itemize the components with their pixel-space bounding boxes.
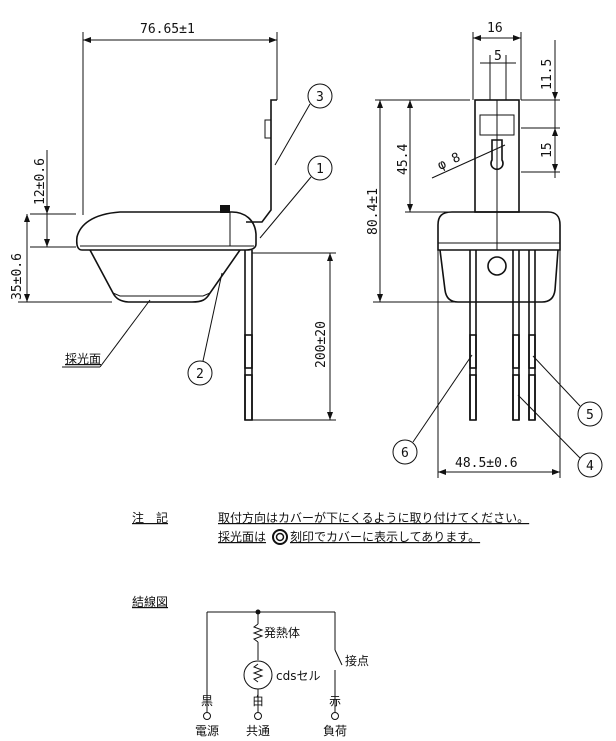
notes-line1: 取付方向はカバーが下にくるように取り付けてください。 xyxy=(218,510,529,525)
label-black: 黒 xyxy=(201,694,213,708)
notes-heading: 注 記 xyxy=(132,510,168,525)
side-view: 76.65±1 12±0.6 35±0.6 200±20 xyxy=(10,22,336,421)
notes-line2-a: 採光面は xyxy=(218,530,266,544)
dim-w16: 16 xyxy=(487,21,503,36)
label-common: 共通 xyxy=(246,724,270,738)
notes-line2-b: 刻印でカバーに表示してあります。 xyxy=(290,530,480,544)
dim-80-4: 80.4±1 xyxy=(366,188,381,235)
label-heater: 発熱体 xyxy=(264,626,300,640)
dim-12: 12±0.6 xyxy=(33,158,48,205)
wiring-heading: 結線図 xyxy=(132,594,168,609)
callout-4: 4 xyxy=(586,459,594,474)
callout-5: 5 xyxy=(586,408,594,423)
notes: 注 記 取付方向はカバーが下にくるように取り付けてください。 採光面は 刻印でカ… xyxy=(132,510,529,545)
label-cds: cdsセル xyxy=(276,669,320,683)
label-white: 白 xyxy=(252,693,264,708)
dim-15: 15 xyxy=(540,142,555,158)
dim-width-top: 76.65±1 xyxy=(140,22,195,37)
front-view: 16 5 11.5 15 45.4 80.4±1 φ 8 xyxy=(366,21,603,478)
screw-head xyxy=(220,205,230,213)
callout-6: 6 xyxy=(401,446,409,461)
double-circle-mark xyxy=(272,529,288,545)
callout-3: 3 xyxy=(316,90,324,105)
dim-w48-5: 48.5±0.6 xyxy=(455,456,518,471)
wiring-diagram: 結線図 発熱体 cdsセル 接点 黒 白 赤 電源 共通 負荷 xyxy=(132,594,369,738)
callout-2: 2 xyxy=(196,367,204,382)
dim-phi8: φ 8 xyxy=(435,150,463,174)
callout-1: 1 xyxy=(316,162,324,177)
dim-35: 35±0.6 xyxy=(10,253,25,300)
dim-45-4: 45.4 xyxy=(396,144,411,175)
label-saikoumen: 採光面 xyxy=(65,352,101,366)
label-contact: 接点 xyxy=(345,653,369,668)
dim-w5: 5 xyxy=(494,49,502,64)
dim-11-5: 11.5 xyxy=(540,59,555,90)
dim-200: 200±20 xyxy=(314,321,329,368)
label-red: 赤 xyxy=(329,694,341,708)
label-power: 電源 xyxy=(195,724,219,738)
label-load: 負荷 xyxy=(323,724,347,738)
